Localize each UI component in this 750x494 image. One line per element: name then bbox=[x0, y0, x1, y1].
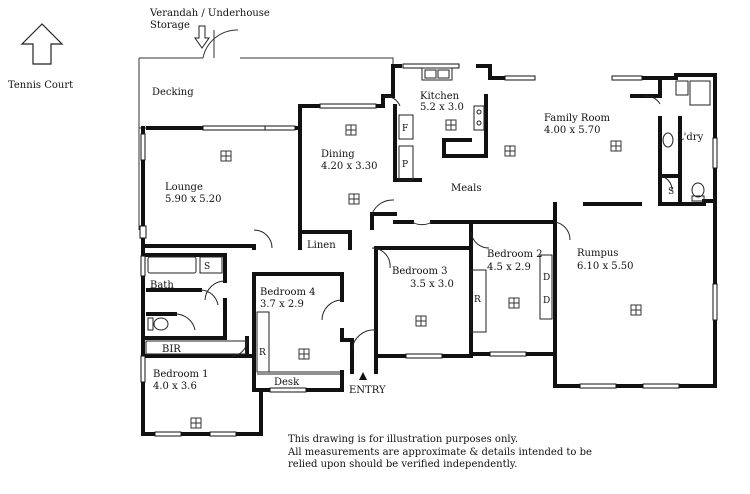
desk-label: Desk bbox=[274, 377, 300, 388]
fixtures bbox=[145, 67, 711, 375]
storage-label-2: Storage bbox=[150, 20, 190, 31]
shower-label-laundry: S bbox=[668, 187, 674, 197]
robe-label-bed2: R bbox=[474, 295, 481, 305]
shower-label-bath: S bbox=[204, 262, 210, 272]
disclaimer-line-1: This drawing is for illustration purpose… bbox=[288, 434, 519, 445]
bir-label: BIR bbox=[162, 344, 181, 355]
bedroom3-size: 3.5 x 3.0 bbox=[410, 279, 454, 290]
bedroom2-size: 4.5 x 2.9 bbox=[487, 262, 531, 273]
lounge-name: Lounge bbox=[165, 182, 203, 193]
bedroom4-name: Bedroom 4 bbox=[260, 287, 316, 298]
storage-arrow-icon bbox=[194, 25, 210, 49]
laundry-label: L'dry bbox=[677, 132, 704, 143]
pantry-label: P bbox=[402, 160, 408, 170]
rumpus-name: Rumpus bbox=[577, 248, 618, 259]
walls bbox=[141, 64, 717, 436]
lounge-size: 5.90 x 5.20 bbox=[165, 194, 222, 205]
bath-label: Bath bbox=[150, 280, 174, 291]
bedroom3-name: Bedroom 3 bbox=[392, 266, 448, 277]
entry-arrow-icon bbox=[359, 372, 367, 380]
linen-label: Linen bbox=[307, 240, 336, 251]
drawer-label-2: D bbox=[543, 296, 550, 306]
light-fixtures bbox=[190, 119, 642, 429]
bedroom2-name: Bedroom 2 bbox=[487, 249, 543, 260]
meals-label: Meals bbox=[451, 183, 481, 194]
family-room-name: Family Room bbox=[544, 113, 610, 124]
bedroom1-size: 4.0 x 3.6 bbox=[153, 381, 197, 392]
kitchen-size: 5.2 x 3.0 bbox=[420, 102, 464, 113]
entry-label: ENTRY bbox=[349, 385, 386, 396]
dining-name: Dining bbox=[321, 149, 355, 160]
kitchen-name: Kitchen bbox=[420, 91, 460, 102]
drawer-label-1: D bbox=[543, 273, 550, 283]
disclaimer-line-3: relied upon should be verified independe… bbox=[288, 459, 518, 470]
family-room-size: 4.00 x 5.70 bbox=[544, 125, 601, 136]
bedroom4-size: 3.7 x 2.9 bbox=[260, 299, 304, 310]
storage-label: Verandah / Underhouse bbox=[149, 8, 270, 19]
fridge-label: F bbox=[402, 124, 408, 134]
disclaimer-line-2: All measurements are approximate & detai… bbox=[288, 446, 592, 458]
doors bbox=[174, 95, 673, 357]
robe-label-bed4: R bbox=[259, 348, 266, 358]
dining-size: 4.20 x 3.30 bbox=[321, 161, 378, 172]
decking-label: Decking bbox=[152, 87, 194, 98]
rumpus-size: 6.10 x 5.50 bbox=[577, 261, 634, 272]
disclaimer: This drawing is for illustration purpose… bbox=[288, 434, 608, 472]
bedroom1-name: Bedroom 1 bbox=[153, 369, 209, 380]
north-arrow-icon bbox=[20, 23, 64, 65]
tennis-court-label: Tennis Court bbox=[8, 80, 73, 91]
windows bbox=[139, 63, 718, 437]
